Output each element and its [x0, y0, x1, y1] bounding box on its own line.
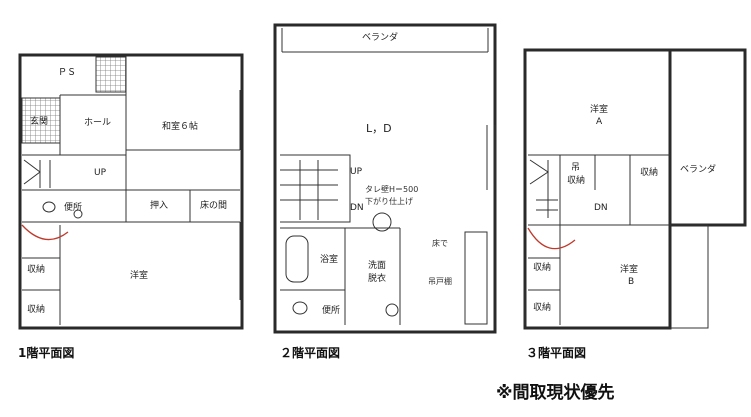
- floor3-closet-label-2: 収納: [567, 174, 585, 186]
- floor2-up-label: UP: [350, 167, 363, 177]
- floor1-plan: ＰＳ 玄関 ホール 和室６帖 UP 便所 押入 床の間 収納 収納 洋室 1階平…: [18, 53, 244, 360]
- floor2-wet-area-walls: [280, 227, 401, 325]
- floor2-caption: ２階平面図: [280, 345, 340, 360]
- floor3-room-b-wall: [670, 225, 709, 329]
- floor3-caption: ３階平面図: [526, 345, 586, 360]
- floor2-veranda-rail: [281, 28, 489, 53]
- floor3-storage-3-label: 収納: [533, 301, 551, 313]
- floor2-hand-note-3: 床で: [432, 238, 448, 248]
- floor2-kitchen-note: 吊戸棚: [428, 276, 452, 286]
- floor3-storage-1-label: 収納: [640, 166, 658, 178]
- floor1-ps-tiles: [95, 56, 127, 93]
- floor1-entrance-tiles: [21, 97, 61, 144]
- floor2-bath-label: 浴室: [320, 253, 338, 265]
- floor3-storage-2-label: 収納: [533, 261, 551, 273]
- floor3-veranda-label: ベランダ: [680, 163, 716, 175]
- floor2-hand-note-2: 下がり仕上げ: [365, 196, 413, 206]
- floor1-outer-wall: [18, 53, 244, 330]
- floor1-windows: [125, 57, 241, 300]
- floor3-stairs: [529, 159, 558, 218]
- floor3-dn-label: DN: [594, 203, 608, 213]
- floor3-western-b-label-1: 洋室: [620, 263, 638, 275]
- floor2-outer-wall: [273, 23, 497, 334]
- floor2-stairs: [280, 154, 351, 223]
- floor1-ps-label: ＰＳ: [58, 68, 76, 78]
- floor1-red-door-arc: [21, 224, 69, 241]
- footer-note: ※間取現状優先: [496, 382, 615, 403]
- floor2-bathtub: [285, 235, 309, 283]
- floor3-western-a-label-2: A: [596, 117, 603, 127]
- floor1-hall-label: ホール: [84, 117, 111, 128]
- floor1-stairs: [23, 159, 51, 188]
- floor2-washroom-label-2: 脱衣: [368, 272, 386, 284]
- floor1-toilet-fixture: [42, 201, 56, 213]
- floor2-kitchen-counter: [464, 231, 488, 325]
- floor1-internal-walls: [22, 57, 240, 325]
- floor2-ld-label: L，D: [366, 122, 392, 135]
- floor3-internal-walls: [528, 154, 708, 325]
- floor3-red-door-arc: [527, 227, 576, 250]
- floor3-closet-label-1: 吊: [571, 162, 580, 173]
- floor1-caption: 1階平面図: [18, 345, 74, 360]
- floor3-western-b-label-2: B: [628, 277, 634, 287]
- floor1-western-label: 洋室: [130, 269, 148, 281]
- floor2-sink-fixture: [385, 303, 399, 317]
- floor1-toilet-label: 便所: [64, 201, 82, 213]
- floor2-hand-note-1: タレ壁H＝500: [365, 184, 418, 194]
- floor2-plan: ベランダ L，D UP DN タレ壁H＝500 下がり仕上げ 床で 浴室 洗面 …: [273, 23, 497, 360]
- floor2-hand-circle: [372, 212, 392, 232]
- floor1-storage-1-label: 収納: [27, 263, 45, 275]
- floor2-toilet-fixture: [292, 301, 308, 315]
- floor1-tokonoma-label: 床の間: [200, 199, 227, 211]
- floor1-washitsu-label: 和室６帖: [162, 120, 198, 132]
- floor1-oshiire-label: 押入: [150, 199, 168, 211]
- floor3-plan: 洋室 A ベランダ 吊 収納 収納 DN 収納 洋室 B 収納 ３階平面図: [523, 48, 747, 360]
- floor3-western-a-label-1: 洋室: [590, 103, 608, 115]
- floor3-outer-wall: [523, 48, 672, 330]
- floor1-entrance-label: 玄関: [30, 115, 48, 127]
- floor2-windows: [486, 125, 496, 190]
- floor2-dn-label: DN: [350, 203, 364, 213]
- floor1-sink-fixture: [73, 209, 83, 219]
- floor1-storage-2-label: 収納: [27, 303, 45, 315]
- floor2-washroom-label-1: 洗面: [368, 259, 386, 271]
- floor2-veranda-label: ベランダ: [362, 31, 398, 43]
- floor1-up-label: UP: [94, 168, 107, 178]
- floor3-veranda-wall: [670, 48, 747, 227]
- floor2-toilet-label: 便所: [322, 304, 340, 316]
